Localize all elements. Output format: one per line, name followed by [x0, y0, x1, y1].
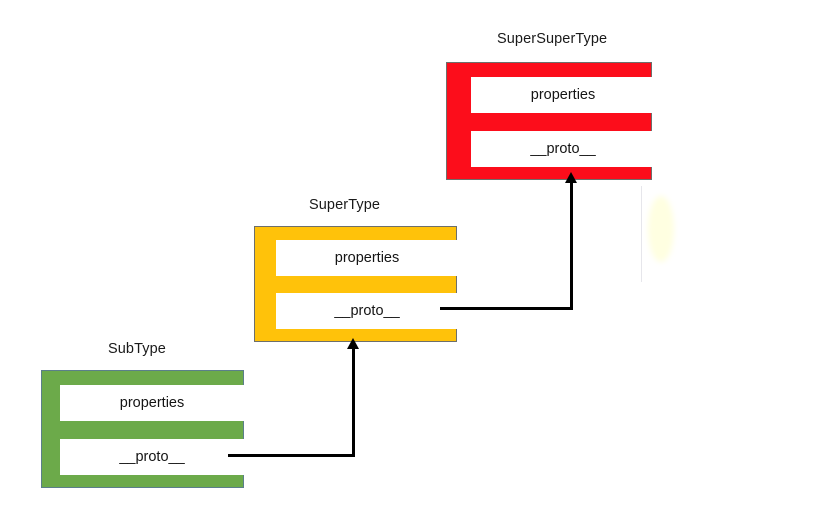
node-supersupertype-slot-properties[interactable]: properties: [471, 77, 655, 113]
node-label-subtype: SubType: [108, 341, 166, 357]
connector-subtype-proto-vertical: [352, 348, 355, 457]
scan-artifact-line: [641, 186, 642, 282]
node-supertype-slot-properties[interactable]: properties: [276, 240, 458, 276]
node-supertype[interactable]: properties __proto__: [254, 226, 458, 342]
connector-supertype-proto-arrowhead: [565, 172, 577, 183]
node-supertype-slot-proto[interactable]: __proto__: [276, 293, 458, 329]
connector-subtype-proto-horizontal: [228, 454, 355, 457]
node-subtype-slot-proto[interactable]: __proto__: [60, 439, 244, 475]
node-subtype[interactable]: properties __proto__: [41, 370, 244, 488]
node-subtype-slot-properties[interactable]: properties: [60, 385, 244, 421]
node-label-supertype: SuperType: [309, 197, 381, 213]
node-supersupertype-slot-proto[interactable]: __proto__: [471, 131, 655, 167]
connector-subtype-proto-arrowhead: [347, 338, 359, 349]
scan-artifact: [648, 196, 674, 262]
connector-supertype-proto-horizontal: [440, 307, 573, 310]
node-supersupertype[interactable]: properties __proto__: [446, 62, 655, 180]
node-label-supersupertype: SuperSuperType: [497, 31, 608, 47]
connector-supertype-proto-vertical: [570, 182, 573, 310]
